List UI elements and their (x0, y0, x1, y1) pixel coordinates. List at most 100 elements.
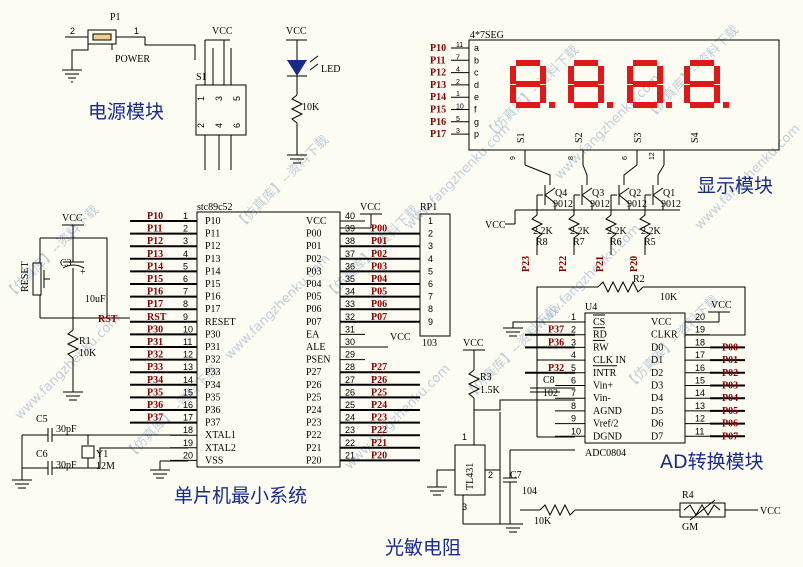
display-net-label: P11 (430, 55, 446, 66)
adc-left-pin-name: Vin+ (593, 381, 613, 392)
mcu-left-pin-name: RESET (205, 317, 236, 328)
ea-vcc: VCC (390, 332, 411, 343)
mcu-left-pin-name: P15 (205, 279, 221, 290)
digit-segment (714, 85, 720, 103)
digit-pin-number: 9 (510, 156, 517, 160)
tl431-pin: 3 (462, 502, 467, 512)
adc-right-net: P06 (722, 419, 738, 430)
digit-segment (657, 66, 663, 84)
c5-value: 30pF (56, 424, 77, 435)
mcu-left-pin-number: 8 (183, 299, 188, 309)
adc-left-pin-name: CS (593, 317, 605, 328)
mcu-left-net: P34 (147, 375, 163, 386)
mcu-right-pin-number: 32 (345, 312, 355, 322)
s1-pin: 1 (196, 96, 206, 101)
ad-module-title: AD转换模块 (660, 451, 764, 473)
mcu-left-pin-number: 9 (183, 312, 188, 322)
reset-vcc: VCC (62, 213, 83, 224)
adc-right-pin-number: 11 (695, 426, 704, 436)
digit-segment (690, 81, 714, 87)
mcu-left-pin-number: 7 (183, 287, 188, 297)
adc-right-pin-name: D3 (651, 381, 663, 392)
c6-label: C6 (36, 449, 48, 460)
mcu-left-pin-name: P14 (205, 266, 221, 277)
adc-right-pin-name: D4 (651, 393, 663, 404)
led-resistor (290, 94, 304, 124)
digit-segment (714, 66, 720, 84)
r2-label: R2 (633, 274, 645, 285)
mcu-right-net: P03 (371, 261, 387, 272)
base-resistor-label: R6 (610, 237, 622, 248)
mcu-right-pin-name: P22 (306, 430, 322, 441)
reset-button (32, 262, 42, 296)
rp1-value: 103 (422, 338, 437, 349)
mcu-right-pin-number: 25 (345, 400, 355, 410)
segment-pin-label: p (474, 129, 479, 139)
ground-symbol (427, 486, 447, 496)
seven-seg-digit: S2 (568, 60, 613, 143)
r3-label: R3 (480, 372, 492, 383)
digit-segment (633, 102, 657, 108)
rp1-pin-number: 1 (428, 216, 433, 226)
adc-right-net: P05 (722, 406, 738, 417)
c6-value: 30pF (56, 460, 77, 471)
segment-pin-label: d (474, 80, 479, 90)
mcu-right-pin-number: 22 (345, 438, 355, 448)
crystal-circuit: C5 30pF C6 30pF Y1 12M (12, 414, 188, 489)
digit-common-label: S4 (690, 132, 701, 143)
mcu-right-pin-name: P03 (306, 266, 322, 277)
c3-symbol (62, 264, 85, 269)
mcu-left-pin-name: XTAL1 (205, 430, 236, 441)
display-net-label: P10 (430, 43, 446, 54)
watermark-text: www.fangzhenku.com (12, 312, 123, 423)
mcu-left-pin-number: 2 (183, 224, 188, 234)
adc-right-net: P04 (722, 393, 738, 404)
transistor-label: Q1 (663, 188, 675, 199)
mcu-left-pin-number: 20 (183, 450, 193, 460)
reset-label: RESET (20, 261, 31, 292)
base-resistor-label: R8 (536, 237, 548, 248)
transistor-label: Q4 (555, 188, 567, 199)
mcu-left-pin-name: XTAL2 (205, 443, 236, 454)
digit-common-label: S2 (574, 132, 585, 143)
rp1-label: RP1 (420, 202, 437, 213)
segment-pin-label: c (474, 68, 479, 78)
mcu-left-net: P13 (147, 249, 163, 260)
digit-segment (568, 85, 574, 103)
segment-pin-number: 1 (456, 91, 460, 98)
adc-chip-label: U4 (585, 302, 597, 313)
c3-value: 10uF (85, 294, 106, 305)
base-resistor (567, 195, 581, 255)
transistor-vcc: VCC (485, 220, 506, 231)
mcu-left-pin-name: P31 (205, 342, 221, 353)
mcu-right-net: P21 (371, 438, 387, 449)
mcu-right-net: P05 (371, 287, 387, 298)
transistor-type: 9012 (627, 199, 647, 210)
s1-pin: 4 (214, 123, 224, 128)
mcu-right-pin-name: ALE (306, 342, 325, 353)
mcu-left-pin-name: P10 (205, 216, 221, 227)
p1-pin2: 2 (70, 26, 75, 36)
mcu-right-pin-name: P07 (306, 317, 322, 328)
led-symbol (287, 60, 307, 76)
y1-value: 12M (96, 461, 115, 472)
mcu-chip-name: stc89c52 (197, 202, 233, 213)
mcu-left-pin-name: P37 (205, 418, 221, 429)
c8-value: 102 (543, 388, 558, 399)
adc-left-pin-name: AGND (593, 406, 622, 417)
